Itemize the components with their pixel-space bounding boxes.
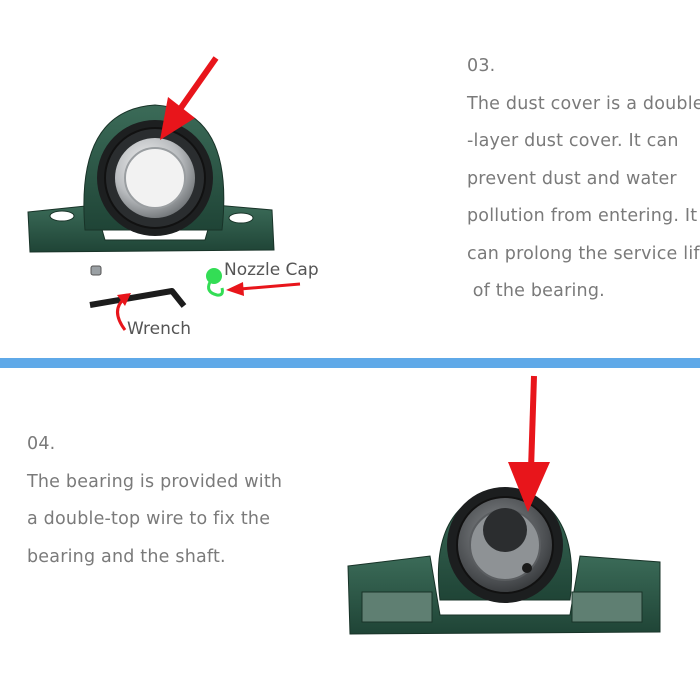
description-line: -layer dust cover. It can (467, 131, 679, 151)
red-arrow-nozzle-cap (226, 282, 301, 296)
hex-wrench-icon (89, 288, 187, 308)
description-line: of the bearing. (467, 281, 605, 301)
grease-nipple-icon (90, 265, 102, 276)
nozzle-cap-icon (206, 268, 224, 297)
section-number: 03. (467, 56, 496, 76)
pillow-block-bearing-top (27, 104, 275, 253)
description-line: can prolong the service life (467, 243, 700, 264)
set-screw-description: 04. The bearing is provided with a doubl… (27, 431, 282, 581)
section-divider (0, 358, 700, 368)
description-line: prevent dust and water (467, 168, 677, 189)
description-line: a double-top wire to fix the (27, 509, 271, 529)
red-arrow-bottom (508, 375, 550, 512)
section-number: 04. (27, 434, 56, 454)
description-line: pollution from entering. It (467, 206, 698, 226)
red-arrow-top (160, 56, 219, 140)
bottom-section (0, 368, 700, 700)
description-line: The dust cover is a double (467, 93, 700, 114)
wrench-label: Wrench (127, 319, 192, 339)
description-line: The bearing is provided with (27, 471, 283, 492)
dust-cover-description: 03. The dust cover is a double -layer du… (467, 53, 700, 316)
nozzle-cap-label: Nozzle Cap (224, 260, 319, 280)
description-line: bearing and the shaft. (27, 546, 226, 567)
pillow-block-bearing-bottom (347, 487, 661, 635)
red-arrow-wrench (116, 293, 131, 331)
